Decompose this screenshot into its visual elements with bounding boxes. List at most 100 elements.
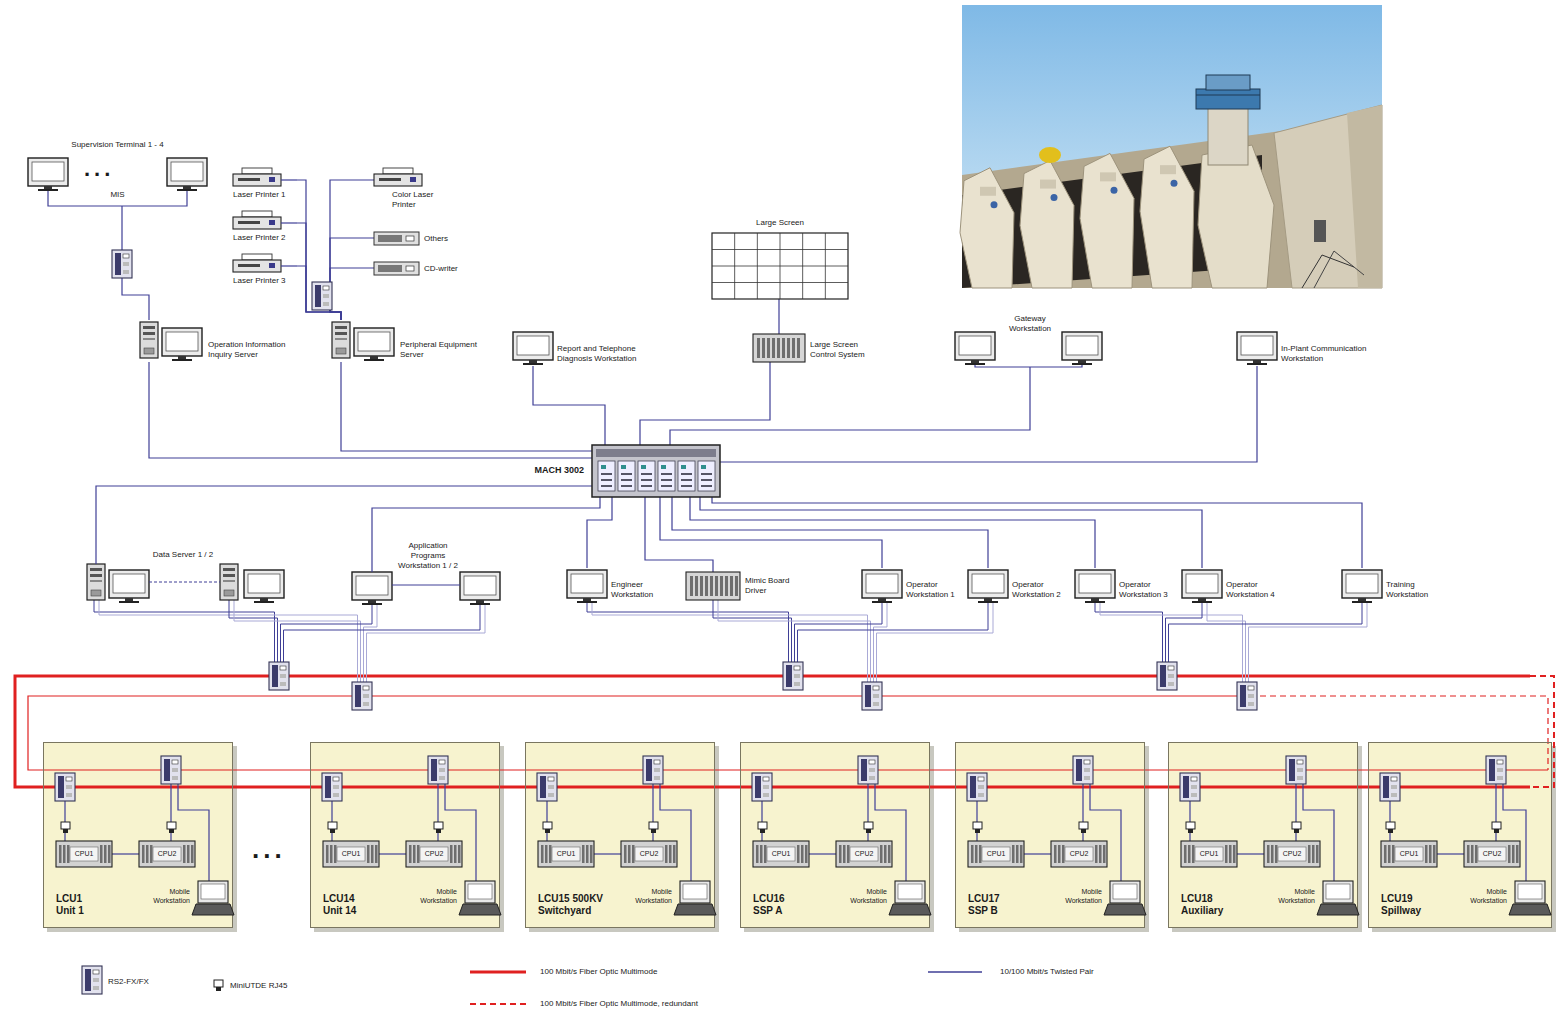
dam-pier	[1020, 161, 1074, 288]
monitor-stand	[44, 186, 52, 189]
text-holder: Supervision Terminal 1 - 4	[25, 140, 210, 150]
rs2-port	[1248, 702, 1254, 706]
text-holder: Operator Workstation 1	[906, 580, 962, 600]
text-holder: CD-writer	[424, 264, 470, 274]
rs2-case	[643, 756, 663, 784]
rs2-panel	[540, 776, 546, 798]
text-holder: LCU18 Auxiliary	[1181, 893, 1231, 917]
cpu-face	[70, 847, 98, 861]
text-holder: Operation Information Inquiry Server	[208, 340, 300, 360]
text-holder: Large Screen	[712, 218, 848, 228]
cpu-rack-icon	[753, 841, 809, 867]
node-icon	[1180, 568, 1224, 604]
cpu-rack-icon	[1381, 841, 1437, 867]
driver-rack: Mimic Board Driver	[686, 572, 801, 600]
rs2-switch-icon	[1157, 662, 1177, 690]
text-holder: Mobile Workstation	[1056, 887, 1102, 905]
monitor-stand	[1358, 598, 1366, 601]
twisted-pair	[874, 603, 888, 682]
pier-hoist	[1100, 172, 1116, 181]
cpu-slot	[1188, 845, 1191, 863]
cpu-slot	[839, 845, 842, 863]
cpu-rack: CPU2	[1264, 841, 1320, 867]
text-holder: CPU2	[1478, 849, 1506, 858]
tower-rail	[1196, 95, 1260, 96]
wire	[48, 191, 187, 206]
cpu-slot	[1512, 845, 1515, 863]
monitor-case	[1182, 570, 1222, 598]
rs2-port	[123, 254, 129, 258]
device-label: MACH 3002	[496, 465, 584, 476]
cpu-rack-icon	[538, 841, 594, 867]
laptop-base	[1509, 904, 1551, 915]
monitor-base	[872, 601, 892, 603]
plug-body	[1494, 829, 1499, 833]
laptop-icon	[1317, 881, 1359, 915]
rs2-port	[439, 768, 445, 772]
printer-cable	[281, 179, 297, 180]
rack-slot	[777, 338, 780, 358]
monitor-case	[1342, 570, 1382, 598]
wall-door	[1314, 220, 1326, 242]
rs2-switch-icon	[161, 756, 181, 784]
rs2-case	[428, 756, 448, 784]
switch-port	[621, 479, 632, 481]
rs2-port	[1191, 793, 1197, 797]
switch-module	[618, 461, 635, 491]
tower-vent	[336, 348, 346, 354]
monitor-case	[109, 570, 149, 598]
monitor-icon	[162, 328, 202, 361]
cpu-slot	[1016, 845, 1019, 863]
plug-head	[1079, 822, 1088, 829]
text-holder: LCU17 SSP B	[968, 893, 1018, 917]
rs2-port	[869, 768, 875, 772]
cpu-slot	[888, 845, 891, 863]
switch-port	[601, 485, 612, 487]
cpu-slot	[971, 845, 974, 863]
rs2-port	[1497, 768, 1503, 772]
rs2-switch-icon	[858, 756, 878, 784]
plug-head	[61, 822, 70, 829]
device-label: CPU2	[420, 849, 448, 858]
screen-divider	[712, 282, 848, 283]
rs2-port	[1248, 694, 1254, 698]
rs2-port	[873, 702, 879, 706]
text-holder: Color Laser Printer	[392, 190, 444, 210]
tower-case	[220, 564, 238, 600]
pier-equipment	[1111, 187, 1118, 194]
text-holder: CPU2	[153, 849, 181, 858]
monitor-screen	[32, 162, 64, 181]
rack-slot	[720, 576, 723, 596]
monitor-icon	[1342, 570, 1382, 603]
rack-slot	[735, 576, 738, 596]
plug-head	[1386, 822, 1395, 829]
rs2-case	[752, 773, 772, 801]
lcu-panel: LCU17 SSP B CPU1 CPU2Mobile Workstation	[955, 742, 1145, 928]
laptop-lid	[1110, 881, 1140, 903]
node-icon	[565, 568, 609, 604]
monitor-base	[523, 363, 543, 365]
text-holder: Mobile Workstation	[841, 887, 887, 905]
monitor-base	[965, 363, 985, 365]
rs2-port	[794, 674, 800, 678]
cpu-slot	[1012, 845, 1015, 863]
drive-bay	[223, 574, 235, 577]
lcu-label: LCU17 SSP B	[968, 893, 1018, 917]
node-icon	[753, 334, 805, 362]
device-label: CPU1	[982, 849, 1010, 858]
network-link	[112, 853, 139, 854]
screen-frame	[712, 233, 848, 299]
device-label: CPU2	[1065, 849, 1093, 858]
device-label: Operator Workstation 4	[1226, 580, 1282, 600]
rs2-case	[1486, 756, 1506, 784]
printer-paper	[242, 168, 272, 174]
text-holder: LCU14 Unit 14	[323, 893, 373, 917]
rs2-port	[1497, 760, 1503, 764]
cpu-rack-icon	[836, 841, 892, 867]
device-label: MIS	[105, 190, 130, 200]
workstation-node: Operator Workstation 1	[860, 568, 962, 604]
device-label: Mobile Workstation	[1269, 887, 1315, 905]
rs2-panel	[786, 665, 792, 687]
cpu-case	[1464, 841, 1520, 867]
